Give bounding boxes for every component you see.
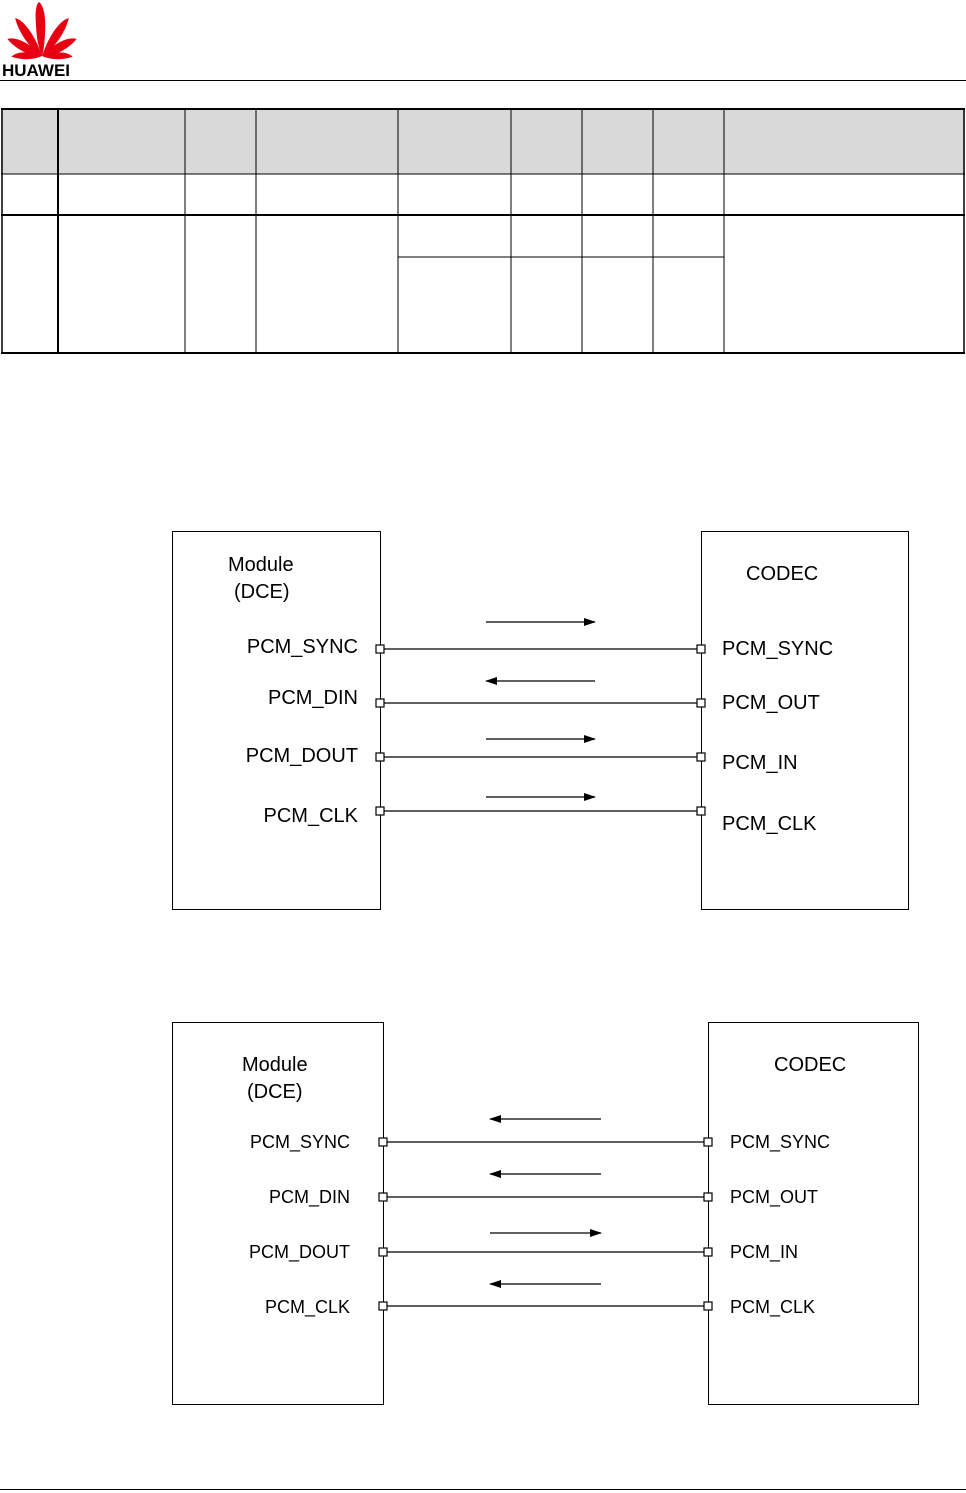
codec-pin-label: PCM_SYNC bbox=[722, 638, 833, 660]
spec-table-grid bbox=[1, 108, 965, 354]
pin-terminal bbox=[696, 752, 706, 762]
module-pin-label: PCM_DOUT bbox=[246, 745, 358, 767]
codec-box bbox=[708, 1022, 919, 1405]
module-box bbox=[172, 531, 381, 910]
header-divider bbox=[0, 80, 966, 81]
module-subtitle: (DCE) bbox=[234, 581, 290, 603]
pin-terminal bbox=[378, 1137, 388, 1147]
brand-wordmark: HUAWEI bbox=[2, 61, 70, 80]
pin-terminal bbox=[703, 1137, 713, 1147]
pin-terminal bbox=[375, 806, 385, 816]
pin-terminal bbox=[703, 1301, 713, 1311]
pin-terminal bbox=[378, 1247, 388, 1257]
codec-pin-label: PCM_OUT bbox=[722, 692, 820, 714]
pin-terminal bbox=[696, 806, 706, 816]
pin-terminal bbox=[375, 644, 385, 654]
module-pin-label: PCM_CLK bbox=[265, 1297, 350, 1318]
huawei-flower-icon bbox=[7, 2, 77, 60]
table-header-row bbox=[1, 108, 965, 174]
pin-terminal bbox=[375, 752, 385, 762]
pin-terminal bbox=[703, 1247, 713, 1257]
pcm-diagram-slave-svg: Module (DCE) CODEC PCM_SYNC PCM_SYNC PCM_D… bbox=[172, 1022, 919, 1405]
module-pin-label: PCM_DOUT bbox=[249, 1242, 350, 1263]
codec-pin-label: PCM_IN bbox=[722, 752, 798, 774]
pcm-diagram-slave: Module (DCE) CODEC PCM_SYNC PCM_SYNC PCM_D… bbox=[172, 1022, 922, 1408]
codec-box bbox=[701, 531, 909, 910]
module-pin-label: PCM_CLK bbox=[264, 805, 359, 827]
module-title: Module bbox=[228, 554, 294, 576]
pin-terminal bbox=[703, 1192, 713, 1202]
codec-title: CODEC bbox=[746, 563, 818, 585]
pin-terminal bbox=[375, 698, 385, 708]
module-subtitle: (DCE) bbox=[247, 1081, 303, 1103]
codec-pin-label: PCM_CLK bbox=[722, 813, 817, 835]
huawei-logo: HUAWEI bbox=[0, 0, 90, 80]
module-box bbox=[172, 1022, 384, 1405]
codec-pin-label: PCM_SYNC bbox=[730, 1132, 830, 1153]
footer-divider bbox=[0, 1489, 966, 1490]
pin-terminal bbox=[378, 1192, 388, 1202]
pin-terminal bbox=[696, 698, 706, 708]
codec-pin-label: PCM_IN bbox=[730, 1242, 798, 1263]
codec-pin-label: PCM_OUT bbox=[730, 1187, 818, 1208]
codec-pin-label: PCM_CLK bbox=[730, 1297, 815, 1318]
module-pin-label: PCM_DIN bbox=[269, 1187, 350, 1208]
module-pin-label: PCM_SYNC bbox=[250, 1132, 350, 1153]
spec-table bbox=[1, 108, 965, 354]
module-pin-label: PCM_SYNC bbox=[247, 636, 358, 658]
pcm-diagram-master-svg: Module (DCE) CODEC PCM_SYNC PCM_SYNC PCM_D… bbox=[172, 531, 909, 910]
pin-terminal bbox=[696, 644, 706, 654]
pcm-diagram-master: Module (DCE) CODEC PCM_SYNC PCM_SYNC PCM_D… bbox=[172, 531, 912, 911]
module-title: Module bbox=[242, 1054, 308, 1076]
module-pin-label: PCM_DIN bbox=[268, 687, 358, 709]
codec-title: CODEC bbox=[774, 1054, 846, 1076]
pin-terminal bbox=[378, 1301, 388, 1311]
